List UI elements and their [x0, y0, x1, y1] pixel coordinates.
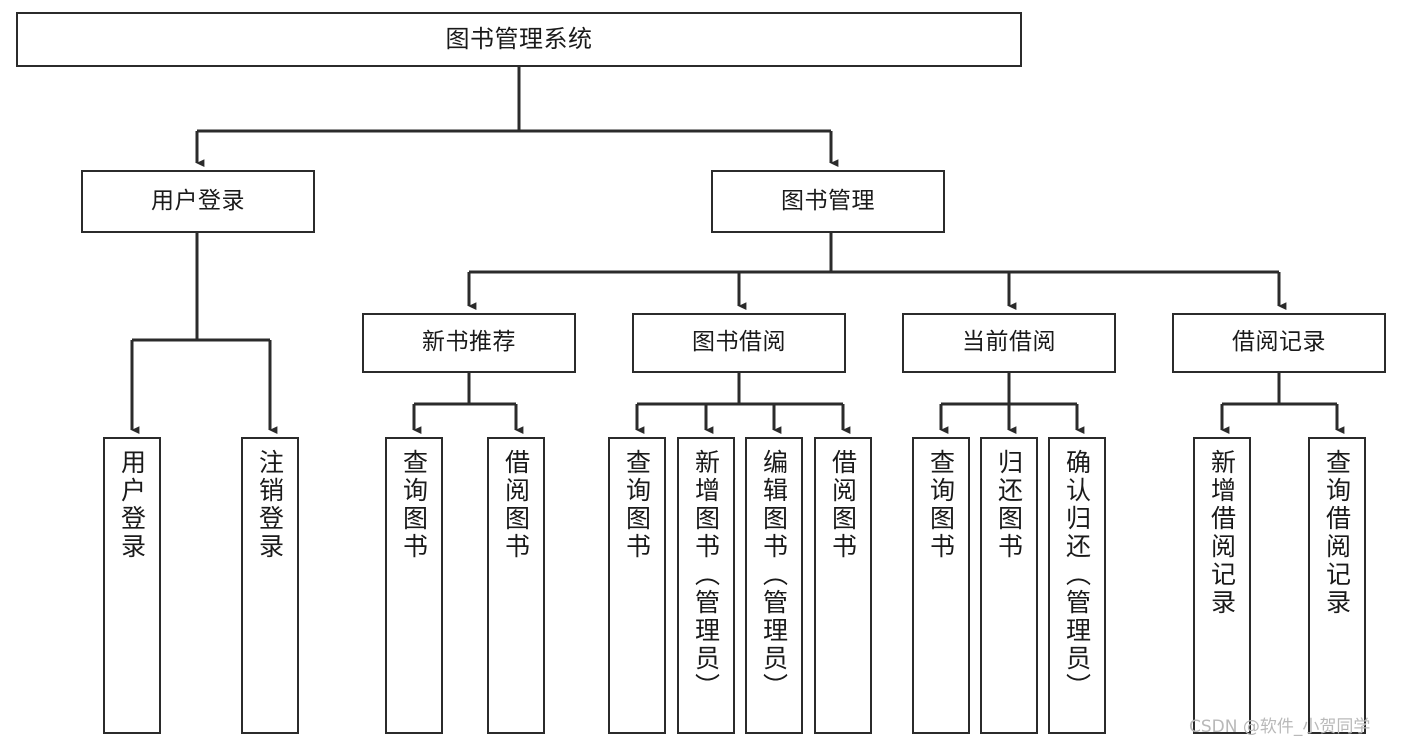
- leaf-book-borrow-add-book-admin[interactable]: 新增图书（管理员）: [677, 437, 735, 734]
- leaf-new-book-query-book[interactable]: 查询图书: [385, 437, 443, 734]
- node-label: 借阅记录: [1232, 329, 1326, 356]
- leaf-current-borrow-confirm-return-admin[interactable]: 确认归还（管理员）: [1048, 437, 1106, 734]
- node-label: 图书管理: [781, 187, 875, 214]
- node-user-login[interactable]: 用户登录: [81, 170, 315, 233]
- leaf-book-borrow-query-book[interactable]: 查询图书: [608, 437, 666, 734]
- leaf-current-borrow-return-book[interactable]: 归还图书: [980, 437, 1038, 734]
- node-label: 图书管理系统: [445, 25, 593, 54]
- leaf-new-book-borrow-book[interactable]: 借阅图书: [487, 437, 545, 734]
- node-label: 借阅图书: [828, 449, 858, 561]
- node-label: 注销登录: [255, 449, 285, 561]
- node-label: 查询借阅记录: [1322, 449, 1352, 617]
- leaf-borrow-record-add-record[interactable]: 新增借阅记录: [1193, 437, 1251, 734]
- node-label: 用户登录: [151, 187, 245, 214]
- node-new-book-recommend[interactable]: 新书推荐: [362, 313, 576, 373]
- node-label: 当前借阅: [962, 329, 1056, 356]
- leaf-book-borrow-edit-book-admin[interactable]: 编辑图书（管理员）: [745, 437, 803, 734]
- node-label: 借阅图书: [501, 449, 531, 561]
- node-label: 归还图书: [994, 449, 1024, 561]
- node-label: 图书借阅: [692, 329, 786, 356]
- node-label: 编辑图书（管理员）: [759, 449, 789, 701]
- node-current-borrow[interactable]: 当前借阅: [902, 313, 1116, 373]
- node-label: 确认归还（管理员）: [1062, 449, 1092, 701]
- node-label: 新增图书（管理员）: [691, 449, 721, 701]
- node-root-library-system[interactable]: 图书管理系统: [16, 12, 1022, 67]
- node-borrow-record[interactable]: 借阅记录: [1172, 313, 1386, 373]
- leaf-current-borrow-query-book[interactable]: 查询图书: [912, 437, 970, 734]
- node-label: 查询图书: [399, 449, 429, 561]
- csdn-watermark: CSDN @软件_小贺同学: [1189, 717, 1371, 737]
- leaf-user-login-logout[interactable]: 注销登录: [241, 437, 299, 734]
- leaf-book-borrow-borrow-book[interactable]: 借阅图书: [814, 437, 872, 734]
- node-label: 查询图书: [622, 449, 652, 561]
- node-label: 新书推荐: [422, 329, 516, 356]
- node-book-management[interactable]: 图书管理: [711, 170, 945, 233]
- leaf-borrow-record-query-record[interactable]: 查询借阅记录: [1308, 437, 1366, 734]
- node-book-borrow[interactable]: 图书借阅: [632, 313, 846, 373]
- leaf-user-login-login[interactable]: 用户登录: [103, 437, 161, 734]
- node-label: 新增借阅记录: [1207, 449, 1237, 617]
- node-label: 查询图书: [926, 449, 956, 561]
- node-label: 用户登录: [117, 449, 147, 561]
